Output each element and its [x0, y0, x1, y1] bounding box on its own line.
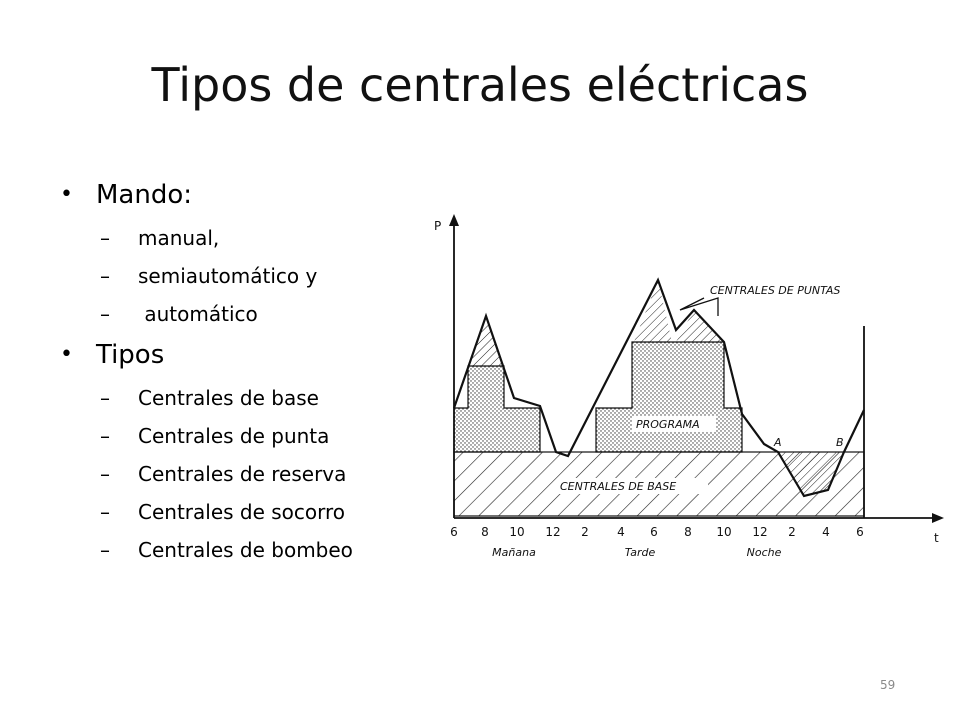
peaks-label-box: [706, 280, 892, 300]
subitem-label: Centrales de reserva: [138, 462, 347, 486]
x-axis-arrow-icon: [932, 513, 944, 523]
tick-label: 6: [650, 525, 658, 539]
dash-icon: –: [100, 462, 110, 486]
peak-area-afternoon-2: [676, 310, 724, 342]
bullet-dot-icon: •: [60, 342, 73, 367]
program-label: PROGRAMA: [636, 418, 700, 431]
tick-label: 6: [856, 525, 864, 539]
subitem-label: Centrales de socorro: [138, 500, 346, 524]
subitem-label: Centrales de bombeo: [138, 538, 353, 562]
slide-number: 59: [880, 678, 896, 692]
program-area-morning: [453, 365, 541, 453]
tick-label: 12: [545, 525, 560, 539]
program-label-box: [632, 416, 716, 432]
subitem-automatico: – automático: [58, 300, 438, 328]
tick-label: 12: [752, 525, 767, 539]
tick-label: 10: [509, 525, 524, 539]
peaks-leader-line: [679, 297, 719, 316]
subitem-label: semiautomático y: [138, 264, 318, 288]
night-dip-area: [778, 452, 844, 496]
dash-icon: –: [100, 264, 110, 288]
x-axis-label: t: [934, 531, 939, 545]
subitem-semiautomatico: – semiautomático y: [58, 262, 438, 290]
base-label-box: [558, 478, 708, 494]
bullet-dot-icon: •: [60, 182, 73, 207]
subitem-manual: – manual,: [58, 224, 438, 252]
peak-area-afternoon: [634, 280, 672, 342]
point-b-label: B: [836, 436, 844, 449]
tick-label: 2: [581, 525, 589, 539]
load-curve-diagram: P t 6 8 10 12 2 4 6 8 10 12 2 4 6 Mañana…: [434, 214, 944, 559]
subitem-punta: – Centrales de punta: [58, 422, 438, 450]
dash-icon: –: [100, 538, 110, 562]
subitem-base: – Centrales de base: [58, 384, 438, 412]
period-label-manana: Mañana: [492, 546, 536, 559]
bullet-label: Mando:: [96, 180, 193, 210]
subitem-label: manual,: [138, 226, 220, 250]
point-a-label: A: [773, 436, 782, 449]
dash-icon: –: [100, 424, 110, 448]
tick-label: 8: [481, 525, 489, 539]
tick-label: 6: [450, 525, 458, 539]
bullet-tipos: • Tipos: [58, 338, 438, 372]
period-label-tarde: Tarde: [625, 546, 656, 559]
tick-label: 10: [716, 525, 731, 539]
subitem-bombeo: – Centrales de bombeo: [58, 536, 438, 564]
dash-icon: –: [100, 302, 110, 326]
slide-title: Tipos de centrales eléctricas: [151, 58, 809, 112]
period-label-noche: Noche: [747, 546, 782, 559]
y-axis-label: P: [434, 219, 441, 233]
tick-label: 2: [788, 525, 796, 539]
load-curve: [452, 277, 865, 498]
y-axis-arrow-icon: [449, 214, 459, 226]
dash-icon: –: [100, 226, 110, 250]
subitem-label: Centrales de base: [138, 386, 319, 410]
bullet-mando: • Mando:: [58, 178, 438, 212]
peaks-label: CENTRALES DE PUNTAS: [710, 284, 840, 297]
subitem-label: automático: [138, 302, 258, 326]
subitem-label: Centrales de punta: [138, 424, 330, 448]
tick-label: 4: [822, 525, 830, 539]
dash-icon: –: [100, 500, 110, 524]
bullet-label: Tipos: [96, 340, 165, 370]
tick-label: 4: [617, 525, 625, 539]
base-label: CENTRALES DE BASE: [560, 480, 676, 493]
subitem-reserva: – Centrales de reserva: [58, 460, 438, 488]
peak-area-morning: [468, 316, 504, 366]
tick-label: 8: [684, 525, 692, 539]
bullet-list: • Mando: – manual, – semiautomático y – aut…: [58, 178, 438, 574]
subitem-socorro: – Centrales de socorro: [58, 498, 438, 526]
dash-icon: –: [100, 386, 110, 410]
